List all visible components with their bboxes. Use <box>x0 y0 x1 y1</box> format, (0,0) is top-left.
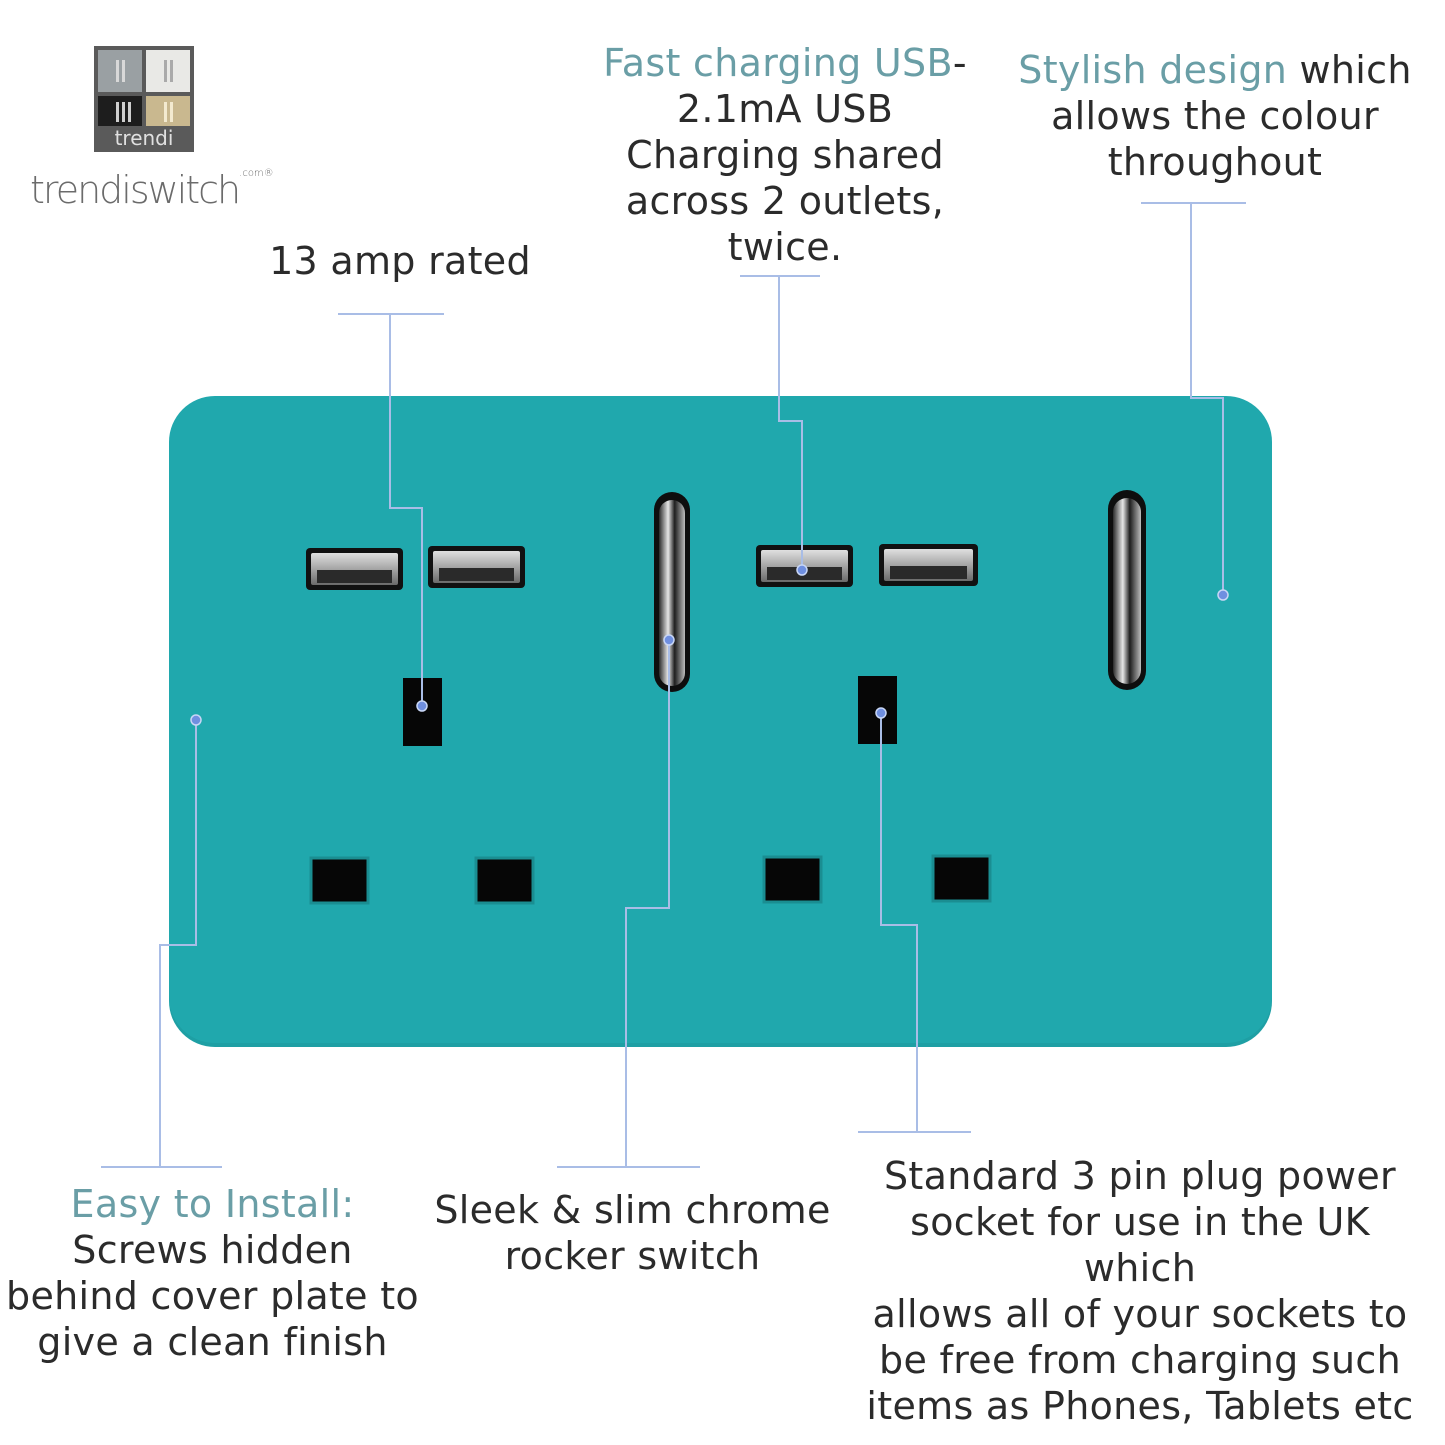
caption-socket-line3: allows all of your sockets to <box>872 1292 1408 1336</box>
caption-install-line4: give a clean finish <box>37 1320 388 1364</box>
caption-usb-line3: Charging shared <box>626 133 944 177</box>
caption-stylish-design: Stylish design which allows the colour t… <box>1005 47 1425 185</box>
caption-13-amp-rated: 13 amp rated <box>250 238 550 284</box>
caption-usb-line1-rest: - <box>952 41 967 85</box>
caption-install-accent: Easy to Install: <box>70 1182 355 1226</box>
caption-socket-line1: Standard 3 pin plug power <box>884 1154 1396 1198</box>
caption-usb-line2: 2.1mA USB <box>676 87 894 131</box>
double-socket-plate <box>169 396 1272 1047</box>
caption-usb-accent: Fast charging USB <box>603 41 953 85</box>
caption-install-line2: Screws hidden <box>72 1228 353 1272</box>
caption-socket-line5: items as Phones, Tablets etc <box>866 1384 1414 1428</box>
caption-socket-line2: socket for use in the UK which <box>910 1200 1370 1290</box>
caption-usb-line4: across 2 outlets, <box>625 179 945 223</box>
caption-design-line3: throughout <box>1107 140 1323 184</box>
caption-socket-line4: be free from charging such <box>879 1338 1401 1382</box>
caption-design-line1-rest: which <box>1287 48 1412 92</box>
caption-amp-text: 13 amp rated <box>269 239 531 283</box>
trendi-logo-mark: trendi <box>94 46 194 152</box>
caption-easy-to-install: Easy to Install: Screws hidden behind co… <box>5 1181 420 1365</box>
caption-design-accent: Stylish design <box>1018 48 1288 92</box>
caption-rocker-line1: Sleek & slim chrome <box>434 1188 831 1232</box>
caption-fast-charging-usb: Fast charging USB- 2.1mA USB Charging sh… <box>585 40 985 270</box>
caption-install-line3: behind cover plate to <box>6 1274 419 1318</box>
logo-tiles-icon <box>98 50 190 126</box>
caption-standard-socket: Standard 3 pin plug power socket for use… <box>850 1153 1430 1429</box>
caption-usb-line5: twice. <box>727 225 843 269</box>
brand-wordmark: trendiswitch.com® <box>30 168 274 212</box>
wordmark-text: trendiswitch <box>30 168 241 212</box>
caption-design-line2: allows the colour <box>1051 94 1379 138</box>
wordmark-superscript: .com® <box>239 168 274 179</box>
logo-mark-text: trendi <box>114 126 174 150</box>
caption-rocker-line2: rocker switch <box>504 1234 761 1278</box>
caption-rocker-switch: Sleek & slim chrome rocker switch <box>425 1187 840 1279</box>
